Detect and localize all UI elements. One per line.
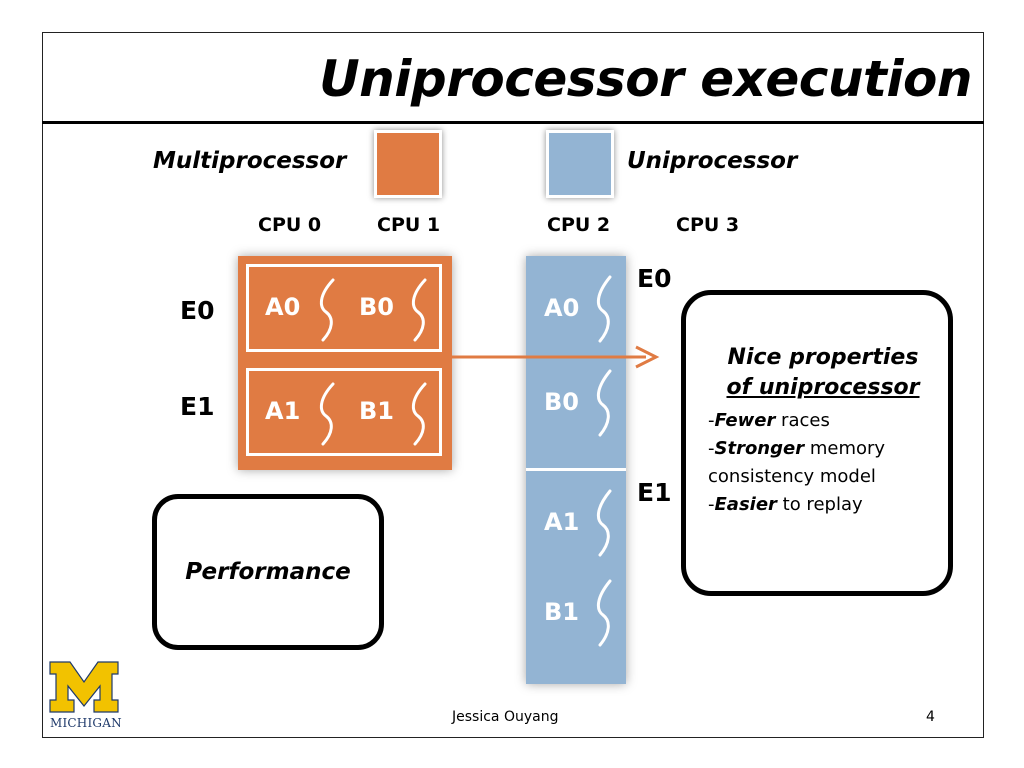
item-text: races <box>775 410 830 431</box>
performance-text: Performance <box>185 559 351 585</box>
item-emphasis: Easier <box>714 494 777 515</box>
item-text: consistency model <box>708 466 876 487</box>
multi-epoch-label-e0: E0 <box>180 296 215 325</box>
uniprocessor-execution-block: A0 B0 A1 B1 <box>526 256 626 684</box>
squiggle-icon <box>596 579 612 647</box>
list-item: -Easier to replay <box>708 491 938 519</box>
item-emphasis: Fewer <box>714 410 776 431</box>
performance-box: Performance <box>152 494 384 650</box>
multi-epoch-label-e1: E1 <box>180 392 215 421</box>
squiggle-icon <box>411 382 427 446</box>
cpu-2-label: CPU 2 <box>547 214 611 236</box>
squiggle-icon <box>319 382 335 446</box>
footer-author: Jessica Ouyang <box>452 709 559 725</box>
uni-epoch-divider <box>526 468 626 471</box>
squiggle-icon <box>596 275 612 343</box>
multi-task-b1: B1 <box>359 397 394 425</box>
multiprocessor-execution-block: A0 B0 A1 B1 <box>238 256 452 470</box>
nice-properties-list: -Fewer races -Stronger memory consistenc… <box>708 407 938 519</box>
squiggle-icon <box>411 278 427 342</box>
item-text: to replay <box>776 494 863 515</box>
arrow-right-icon <box>410 345 660 369</box>
uni-epoch-label-e0: E0 <box>637 264 672 293</box>
item-dash: - <box>708 438 715 459</box>
list-item: -Fewer races <box>708 407 938 435</box>
cpu-0-label: CPU 0 <box>258 214 322 236</box>
slide-frame <box>42 32 984 738</box>
multi-task-a0: A0 <box>265 293 301 321</box>
multi-task-a1: A1 <box>265 397 301 425</box>
slide-title: Uniprocessor execution <box>319 50 972 108</box>
multi-epoch-box-e1: A1 B1 <box>246 368 442 456</box>
uni-task-b1: B1 <box>544 598 579 626</box>
nice-heading-line2: of uniprocessor <box>726 375 920 400</box>
squiggle-icon <box>596 489 612 557</box>
nice-heading-line1: Nice properties <box>727 345 919 370</box>
nice-properties-heading: Nice properties of uniprocessor <box>708 343 938 403</box>
multi-epoch-box-e0: A0 B0 <box>246 264 442 352</box>
uni-task-a0: A0 <box>544 294 580 322</box>
uni-task-b0: B0 <box>544 388 579 416</box>
legend-multiprocessor-label: Multiprocessor <box>153 148 347 174</box>
multi-task-b0: B0 <box>359 293 394 321</box>
nice-properties-box: Nice properties of uniprocessor -Fewer r… <box>681 290 953 596</box>
legend-multiprocessor-swatch <box>374 130 442 198</box>
uni-task-a1: A1 <box>544 508 580 536</box>
item-text: memory <box>804 438 886 459</box>
item-dash: - <box>708 410 715 431</box>
item-dash: - <box>708 494 715 515</box>
logo-wordmark: MICHIGAN <box>50 716 122 730</box>
block-m-logo-icon <box>49 661 119 713</box>
legend-uniprocessor-label: Uniprocessor <box>627 148 798 174</box>
squiggle-icon <box>596 369 612 437</box>
squiggle-icon <box>319 278 335 342</box>
list-item: consistency model <box>708 463 938 491</box>
item-emphasis: Stronger <box>714 438 805 459</box>
legend-uniprocessor-swatch <box>546 130 614 198</box>
uni-epoch-label-e1: E1 <box>637 478 672 507</box>
page-number: 4 <box>926 709 935 725</box>
cpu-1-label: CPU 1 <box>377 214 441 236</box>
cpu-3-label: CPU 3 <box>676 214 740 236</box>
title-rule <box>42 121 984 124</box>
list-item: -Stronger memory <box>708 435 938 463</box>
